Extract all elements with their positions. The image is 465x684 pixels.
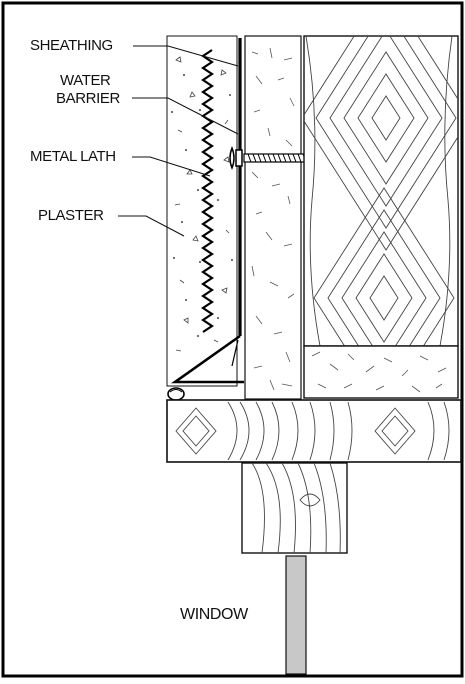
label-window: WINDOW — [180, 606, 248, 623]
wood-plate — [303, 345, 459, 399]
water-barrier-line — [167, 38, 244, 401]
window-jamb — [241, 462, 348, 554]
label-water-barrier-line1: WATER — [60, 72, 111, 89]
label-plaster: PLASTER — [38, 207, 104, 224]
metal-lath-zigzag — [201, 49, 214, 333]
window-frame — [285, 555, 307, 675]
label-metal-lath: METAL LATH — [30, 148, 116, 165]
sheathing-layer — [244, 35, 302, 400]
label-water-barrier-line2: BARRIER — [56, 90, 120, 107]
plaster-layer — [166, 35, 238, 387]
label-sheathing: SHEATHING — [30, 37, 113, 54]
window-header — [166, 399, 462, 463]
wood-stud — [303, 35, 459, 347]
leader-lines — [118, 45, 239, 237]
